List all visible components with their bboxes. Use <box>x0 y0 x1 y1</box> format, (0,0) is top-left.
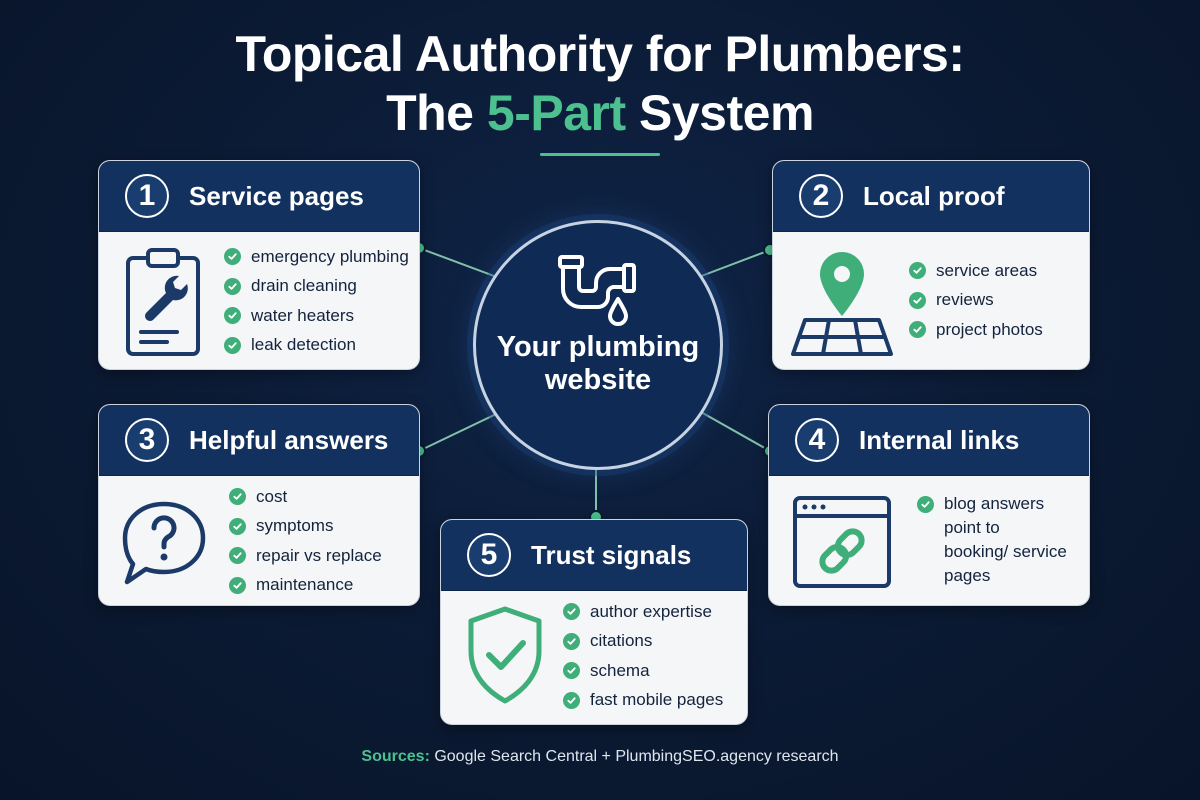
card-trust-signals: 5 Trust signals author expertise citatio… <box>440 519 748 725</box>
item-text: emergency plumbing <box>251 246 409 266</box>
list-item: symptoms <box>229 512 382 542</box>
item-text: blog answers point to booking/ service p… <box>944 494 1067 585</box>
card-title: Trust signals <box>531 539 692 570</box>
center-label: Your plumbing website <box>496 331 700 396</box>
check-icon <box>563 691 580 709</box>
page-title-line-2: The 5-Part System <box>0 84 1200 142</box>
item-text: schema <box>590 660 650 680</box>
title-prefix: The <box>386 85 487 141</box>
card-header: 5 Trust signals <box>441 520 747 591</box>
check-icon <box>224 277 241 295</box>
list-item: repair vs replace <box>229 541 382 571</box>
check-icon <box>909 321 926 339</box>
list-item: citations <box>563 627 723 657</box>
step-number: 3 <box>125 418 169 462</box>
shield-check-icon <box>468 606 542 704</box>
step-number: 1 <box>125 174 169 218</box>
list-item: water heaters <box>224 301 409 331</box>
list-item: emergency plumbing <box>224 242 409 272</box>
list-item: fast mobile pages <box>563 686 723 716</box>
check-icon <box>563 603 580 621</box>
list-item: schema <box>563 656 723 686</box>
item-text: drain cleaning <box>251 276 357 296</box>
title-underline <box>540 153 660 156</box>
list-item: service areas <box>909 256 1043 286</box>
check-icon <box>563 662 580 680</box>
check-icon <box>909 291 926 309</box>
check-icon <box>224 248 241 266</box>
sources-footer: Sources: Google Search Central + Plumbin… <box>0 748 1200 766</box>
list-item: author expertise <box>563 597 723 627</box>
list-item: blog answers point to booking/ service p… <box>917 492 1067 588</box>
card-internal-links: 4 Internal links blog answers point to b… <box>768 404 1090 606</box>
checklist: service areas reviews project photos <box>909 256 1043 345</box>
item-text: author expertise <box>590 601 712 621</box>
check-icon <box>229 576 246 594</box>
item-text: symptoms <box>256 516 334 536</box>
step-number: 5 <box>467 533 511 577</box>
item-text: maintenance <box>256 575 354 595</box>
item-text: fast mobile pages <box>590 690 724 710</box>
card-title: Service pages <box>189 180 364 211</box>
card-header: 3 Helpful answers <box>99 405 419 476</box>
card-title: Local proof <box>863 180 1005 211</box>
clipboard-wrench-icon <box>126 248 200 356</box>
card-local-proof: 2 Local proof service areas reviews proj… <box>772 160 1090 370</box>
item-text: service areas <box>936 260 1038 280</box>
card-header: 4 Internal links <box>769 405 1089 476</box>
list-item: drain cleaning <box>224 272 409 302</box>
item-text: cost <box>256 486 288 506</box>
item-text: project photos <box>936 319 1043 339</box>
page-title-line-1: Topical Authority for Plumbers: <box>235 26 965 82</box>
list-item: maintenance <box>229 571 382 601</box>
list-item: cost <box>229 482 382 512</box>
center-hub: Your plumbing website <box>473 220 723 470</box>
check-icon <box>224 336 241 354</box>
checklist: cost symptoms repair vs replace maintena… <box>229 482 382 600</box>
item-text: leak detection <box>251 335 356 355</box>
list-item: leak detection <box>224 331 409 361</box>
card-header: 2 Local proof <box>773 161 1089 232</box>
step-number: 2 <box>799 174 843 218</box>
check-icon <box>229 517 246 535</box>
sources-label: Sources: <box>361 748 430 765</box>
map-pin-icon <box>791 252 893 356</box>
check-icon <box>229 488 246 506</box>
list-item: project photos <box>909 315 1043 345</box>
checklist: emergency plumbing drain cleaning water … <box>224 242 409 360</box>
card-header: 1 Service pages <box>99 161 419 232</box>
check-icon <box>909 262 926 280</box>
card-service-pages: 1 Service pages emergency plumbing drain… <box>98 160 420 370</box>
list-item: reviews <box>909 286 1043 316</box>
title-accent: 5-Part <box>486 85 626 141</box>
check-icon <box>229 547 246 565</box>
pipe-drop-icon <box>558 255 636 326</box>
browser-link-icon <box>793 496 891 588</box>
card-helpful-answers: 3 Helpful answers cost symptoms repair v… <box>98 404 420 606</box>
item-text: repair vs replace <box>256 545 382 565</box>
question-bubble-icon <box>122 501 206 585</box>
item-text: citations <box>590 631 653 651</box>
checklist: blog answers point to booking/ service p… <box>917 492 1067 588</box>
card-title: Helpful answers <box>189 424 389 455</box>
step-number: 4 <box>795 418 839 462</box>
check-icon <box>224 307 241 325</box>
sources-text: Google Search Central + PlumbingSEO.agen… <box>429 748 839 765</box>
item-text: water heaters <box>251 305 354 325</box>
card-title: Internal links <box>859 424 1020 455</box>
check-icon <box>563 632 580 650</box>
check-icon <box>917 496 934 513</box>
title-suffix: System <box>625 85 814 141</box>
checklist: author expertise citations schema fast m… <box>563 597 723 715</box>
item-text: reviews <box>936 290 994 310</box>
